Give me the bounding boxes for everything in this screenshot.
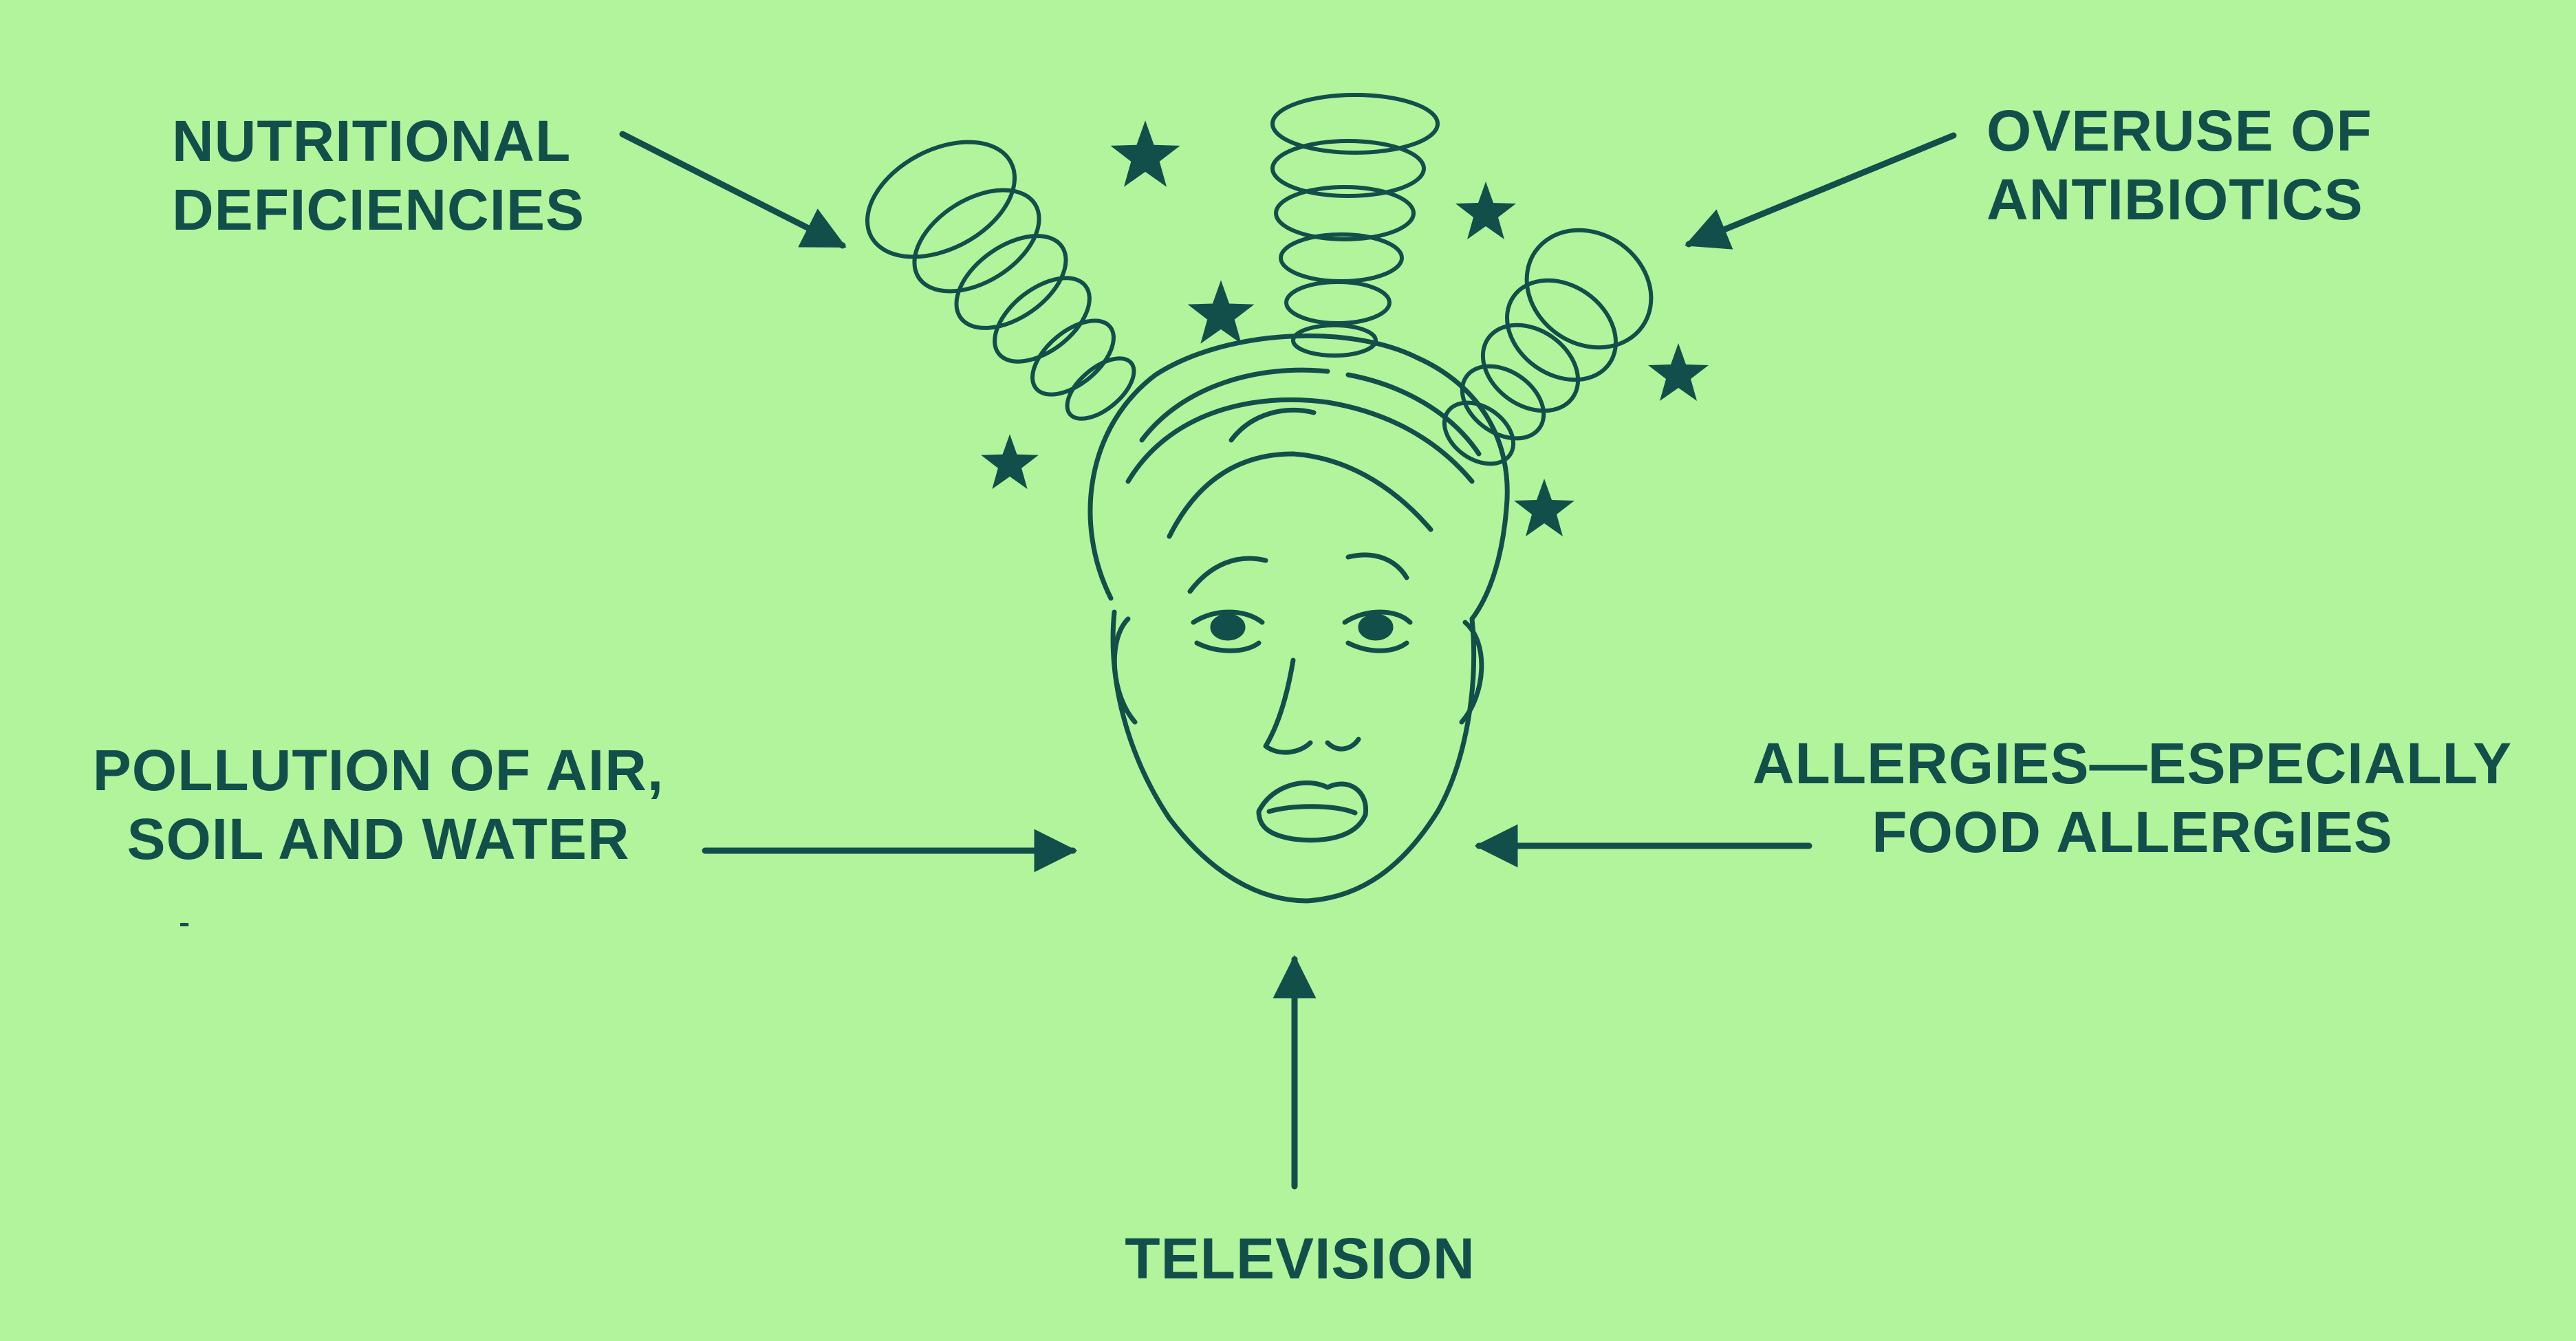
arrow-nutritional <box>619 131 847 249</box>
dizzy-child-head-icon <box>1087 333 1510 904</box>
star-icon <box>1455 182 1516 239</box>
label-television: TELEVISION <box>1080 1224 1520 1293</box>
middle-spring-coil-icon <box>1270 93 1440 358</box>
label-nutritional-deficiencies: NUTRITIONAL DEFICIENCIES <box>172 107 585 244</box>
speck <box>180 923 188 926</box>
label-line: NUTRITIONAL <box>172 109 572 173</box>
right-spring-coil-icon <box>1442 228 1654 466</box>
label-line: FOOD ALLERGIES <box>1872 800 2393 864</box>
star-icon <box>1187 280 1255 344</box>
label-line: ANTIBIOTICS <box>1987 167 2363 232</box>
star-icon <box>981 434 1039 490</box>
star-icon <box>1110 120 1180 187</box>
label-allergies: ALLERGIES—ESPECIALLY FOOD ALLERGIES <box>1740 729 2524 866</box>
spring-coil-icon <box>865 93 1654 466</box>
label-line: ALLERGIES—ESPECIALLY <box>1752 731 2513 796</box>
star-icon <box>1514 479 1574 536</box>
arrow-antibiotics <box>1685 132 1957 250</box>
label-line: OVERUSE OF <box>1987 98 2372 163</box>
label-line: SOIL AND WATER <box>127 807 630 871</box>
label-overuse-of-antibiotics: OVERUSE OF ANTIBIOTICS <box>1987 96 2372 234</box>
label-line: POLLUTION OF AIR, <box>92 738 664 803</box>
label-pollution: POLLUTION OF AIR, SOIL AND WATER <box>76 736 681 873</box>
label-line: TELEVISION <box>1125 1226 1475 1291</box>
left-spring-coil-icon <box>865 140 1136 421</box>
label-line: DEFICIENCIES <box>172 177 585 242</box>
star-icon <box>1648 343 1709 401</box>
